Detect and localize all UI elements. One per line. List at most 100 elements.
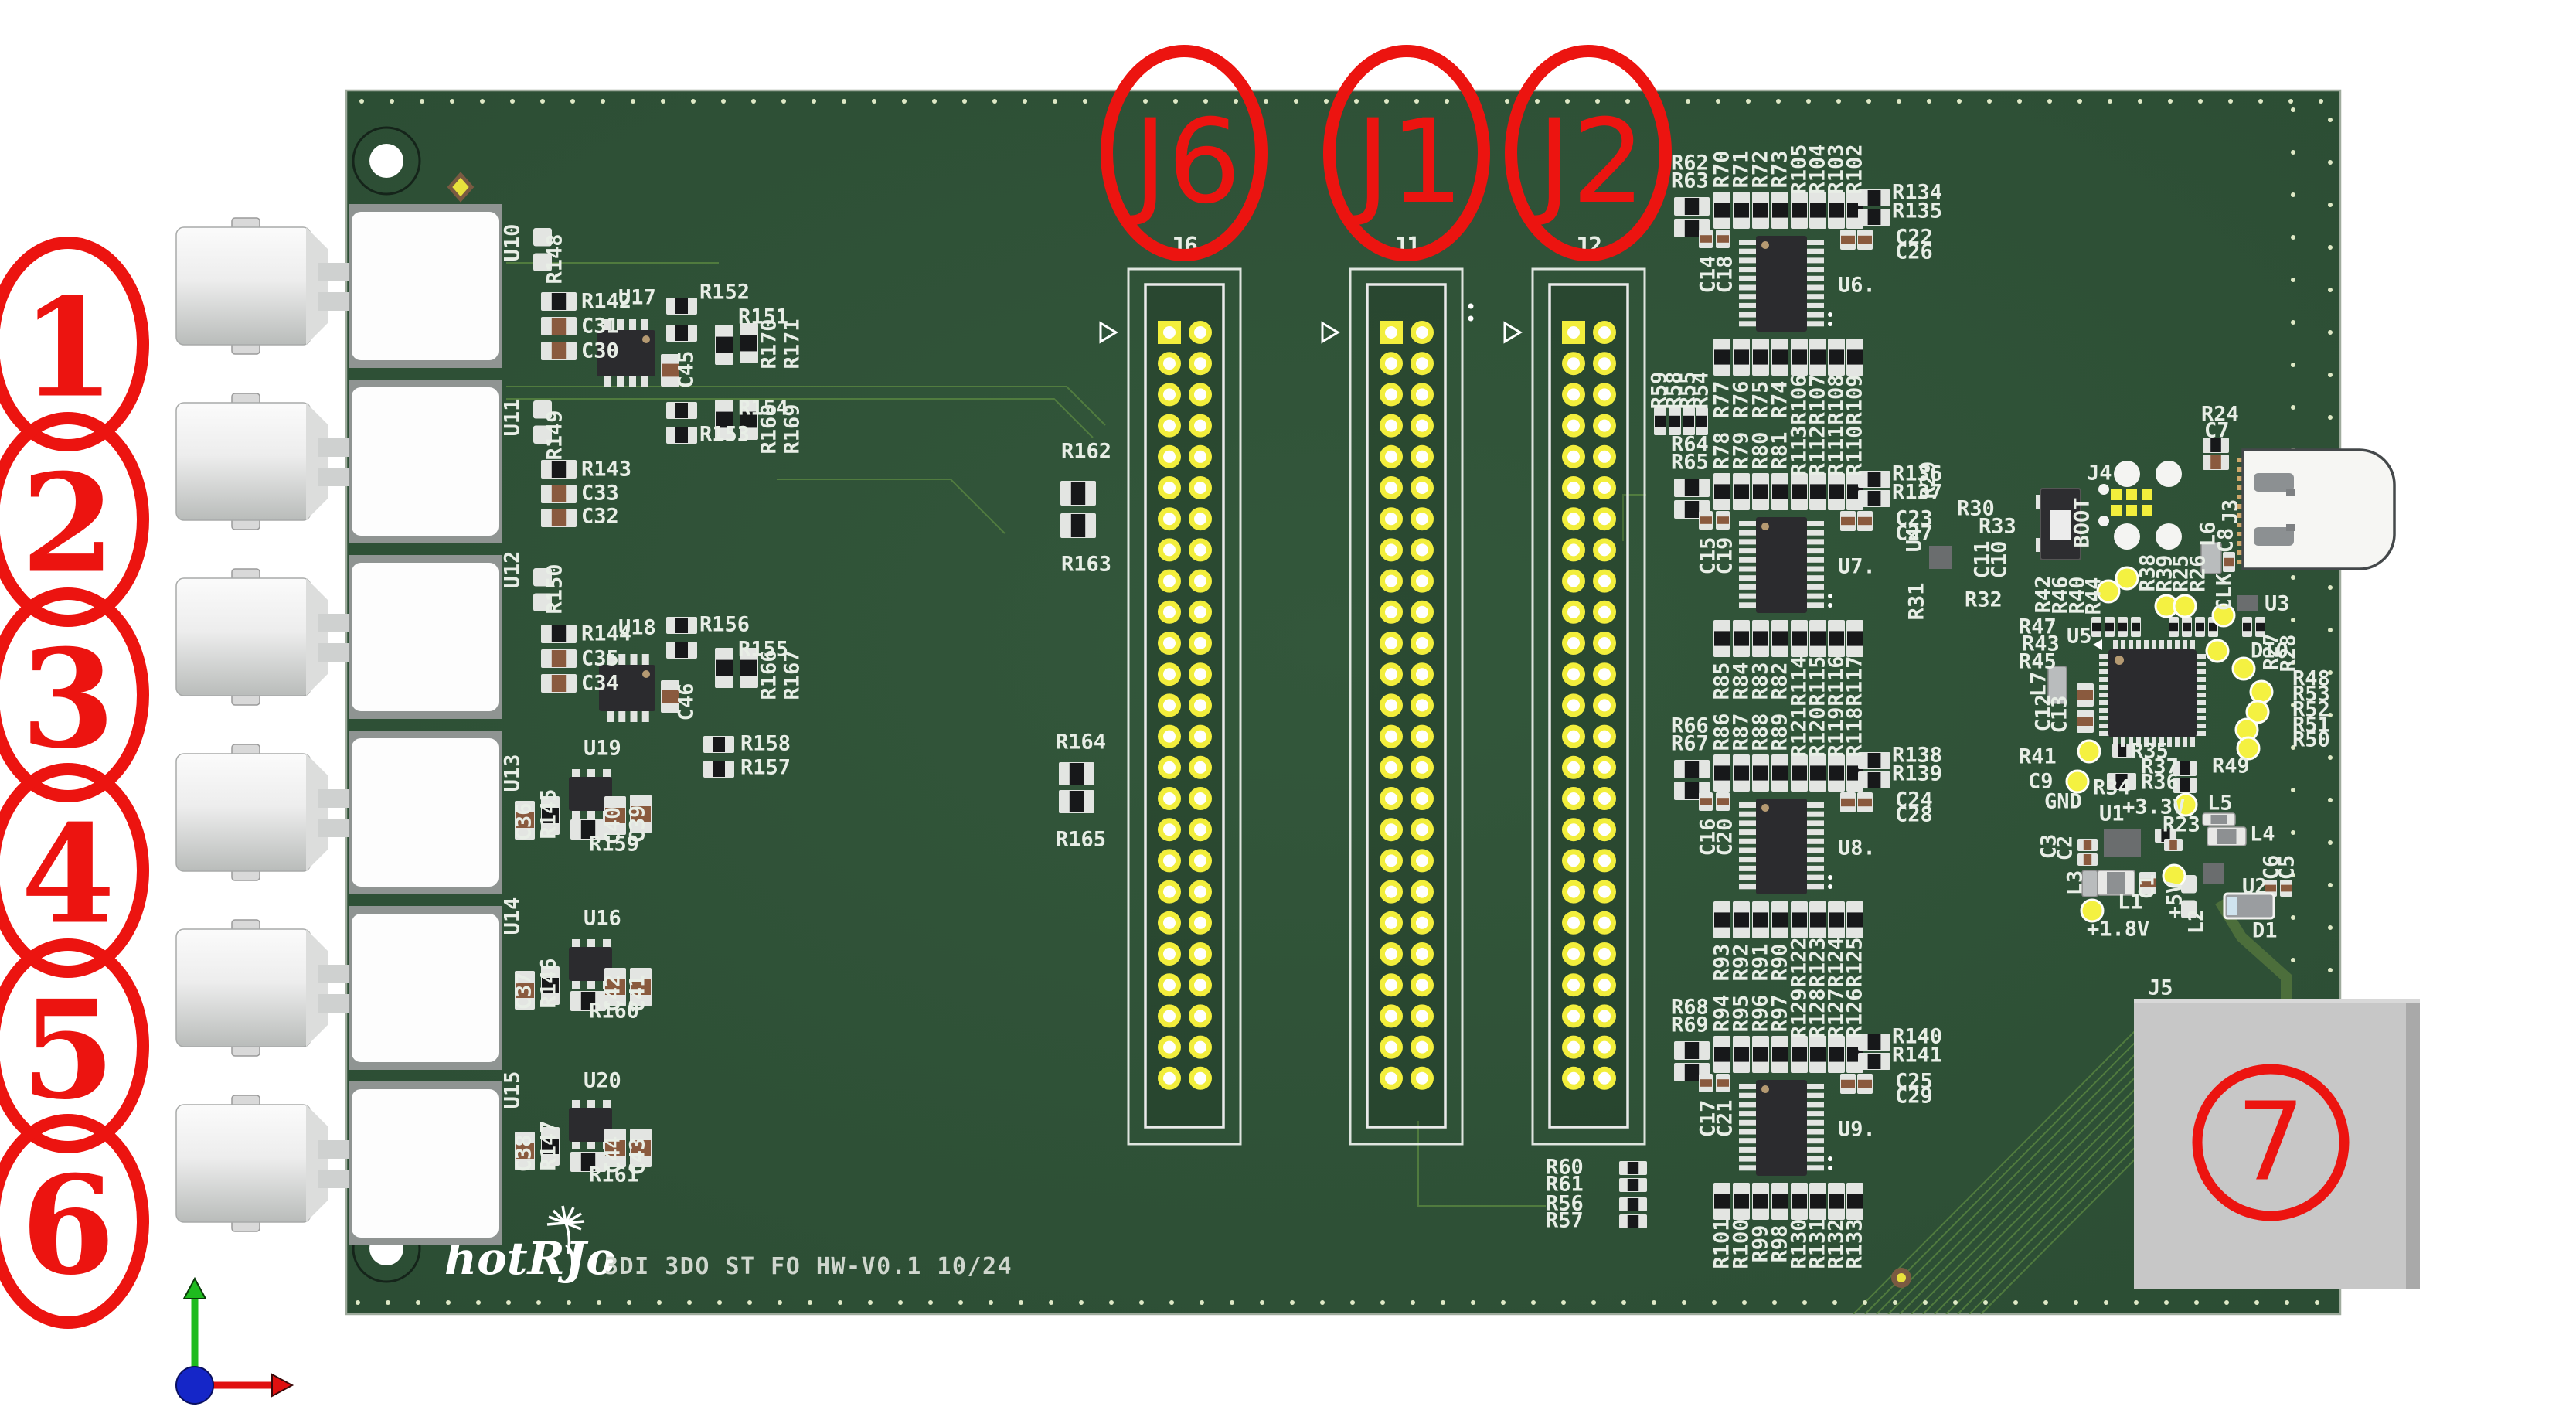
via <box>2328 628 2333 632</box>
via <box>2013 1300 2018 1305</box>
via <box>386 1300 390 1305</box>
ic-pin <box>2195 677 2206 682</box>
ic-pin <box>1805 575 1824 581</box>
via <box>2328 968 2333 972</box>
pin1-triangle-icon <box>1321 321 1340 344</box>
silk-dot <box>1468 303 1474 309</box>
silkscreen-label: R40 <box>2066 577 2090 615</box>
indv-component <box>2081 870 2098 897</box>
via <box>2104 1300 2108 1305</box>
resv-component <box>1654 407 1666 435</box>
via <box>390 99 394 104</box>
silkscreen-label: C19 <box>1713 537 1737 575</box>
resistor-body <box>1867 472 1881 487</box>
callout-j6: J6 <box>1101 45 1268 261</box>
j4-yellow-pad <box>2126 489 2137 500</box>
usb-lead <box>2237 532 2246 536</box>
resistor-body <box>1627 1179 1639 1191</box>
resistor-body <box>1627 1198 1639 1211</box>
resv-component <box>715 648 733 688</box>
header-pin-hole <box>1416 699 1428 712</box>
resistor-body <box>1792 765 1807 781</box>
ic-pin <box>2195 669 2206 674</box>
via <box>932 99 937 104</box>
capacitor-body <box>2281 884 2292 892</box>
callout-5: 5 <box>0 938 149 1153</box>
bnc-shaft <box>318 643 351 662</box>
resistor-body <box>2118 622 2127 632</box>
silkscreen-label: R63 <box>1671 169 1709 193</box>
silkscreen-label: R45 <box>2019 650 2057 674</box>
via <box>1957 99 1962 104</box>
silkscreen-label: R168 <box>757 404 781 454</box>
ic-pin <box>618 710 626 722</box>
resistor-body <box>580 820 596 839</box>
silkscreen-label: R27 <box>2260 633 2284 671</box>
via <box>1987 99 1992 104</box>
usb-lead <box>2237 550 2246 555</box>
ic-pin <box>2183 640 2187 651</box>
ic-pin <box>587 1140 595 1149</box>
silkscreen-label: R58 <box>1662 372 1686 410</box>
header-pin-hole <box>1416 948 1428 960</box>
resistor-body <box>716 411 733 428</box>
via <box>1836 99 1841 104</box>
pad <box>533 228 552 247</box>
silkscreen-label: U14 <box>501 897 525 935</box>
via <box>989 1300 993 1305</box>
via <box>2328 925 2333 930</box>
silkscreen-label: C29 <box>1895 1085 1933 1109</box>
via <box>2168 99 2173 104</box>
via <box>2328 798 2333 802</box>
via <box>842 99 846 104</box>
resistor-body <box>1070 482 1086 505</box>
silkscreen-label: R60 <box>1546 1156 1584 1180</box>
header-pin-hole <box>1163 823 1176 836</box>
silkscreen-label: R70 <box>1710 151 1734 189</box>
via <box>687 1300 692 1305</box>
ic-pin <box>2099 654 2110 659</box>
ic-pin <box>1739 539 1758 545</box>
via <box>1079 1300 1084 1305</box>
padv-component <box>533 568 552 611</box>
palm-tree-icon <box>546 1205 585 1255</box>
silkscreen-label: C15 <box>1696 537 1720 575</box>
j4-pad <box>2156 523 2182 550</box>
usb-tab <box>2254 527 2294 546</box>
bnc-taper <box>306 754 328 871</box>
small-ic-body <box>2237 595 2258 611</box>
silkscreen-label: U20 <box>584 1069 621 1093</box>
header-pin-hole <box>1194 513 1206 526</box>
silkscreen-label: R89 <box>1768 714 1792 751</box>
via <box>2043 1300 2048 1305</box>
silkscreen-label: U1 <box>2099 802 2125 826</box>
bnc-body <box>352 212 499 360</box>
via <box>1324 99 1329 104</box>
resv-component <box>2091 617 2101 637</box>
resistor-body <box>1867 209 1881 225</box>
ic-pin <box>2152 640 2156 651</box>
board-version-text: 3DI 3DO ST FO HW-V0.1 10/24 <box>604 1253 1012 1280</box>
resh-component <box>2203 438 2229 453</box>
palm-frond <box>565 1221 582 1231</box>
header-pin-hole <box>1163 1010 1176 1023</box>
silkscreen-label: R86 <box>1710 714 1734 751</box>
header-pin-hole <box>1416 574 1428 588</box>
resistor-body <box>675 298 688 314</box>
callout-circle <box>0 412 149 627</box>
ic-pin <box>2167 640 2172 651</box>
indh-component <box>2207 826 2247 846</box>
via <box>2291 405 2295 410</box>
small-ic-body <box>1929 546 1952 569</box>
boot-switch-knob[interactable] <box>2050 510 2071 540</box>
resistor-body <box>2243 622 2251 632</box>
ic-pin <box>1739 248 1758 254</box>
via <box>2328 713 2333 717</box>
ic-pin <box>1805 267 1824 273</box>
resistor-body <box>1753 631 1768 646</box>
header-pin-hole <box>1598 450 1611 463</box>
test-point <box>2173 792 2198 817</box>
header-pin-hole <box>1194 948 1206 960</box>
header-pin-hole <box>1194 605 1206 618</box>
silkscreen-label: R97 <box>1768 995 1792 1033</box>
